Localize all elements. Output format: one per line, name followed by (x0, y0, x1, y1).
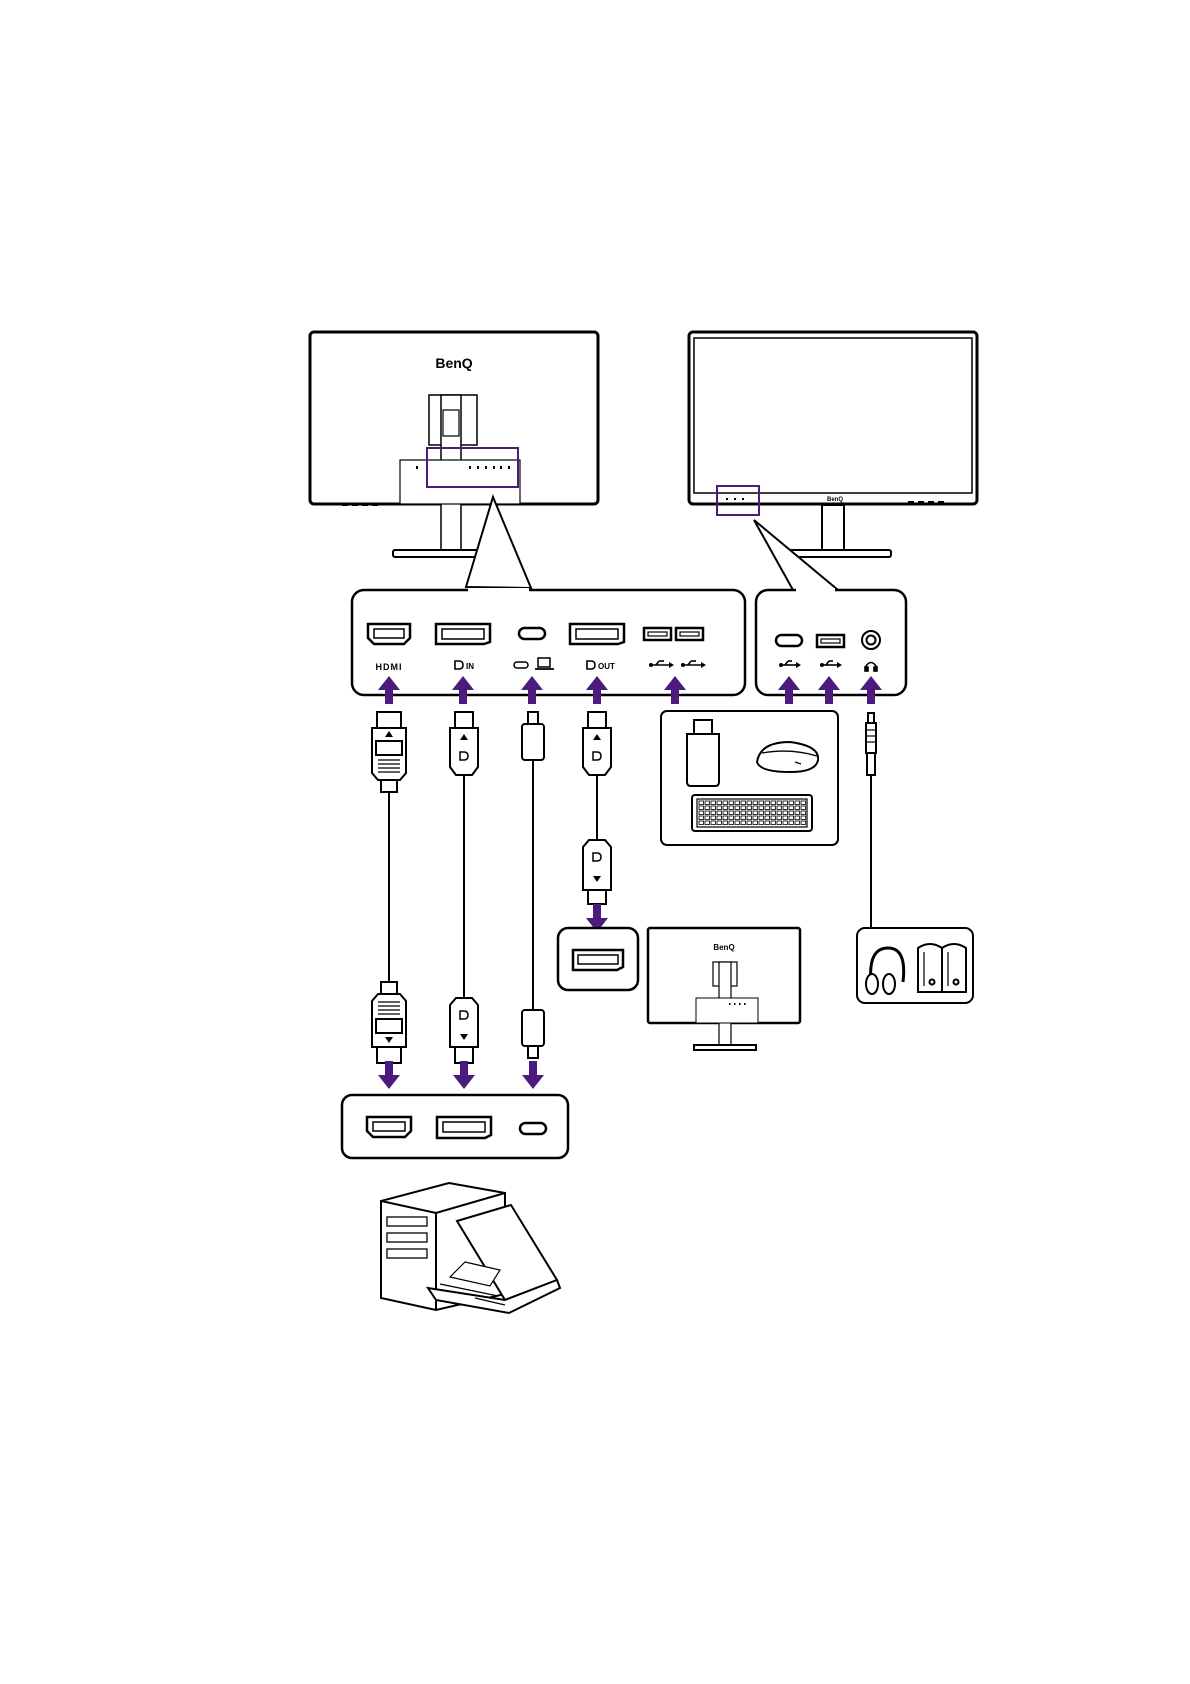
hdmi-cable (372, 712, 406, 1063)
hdmi-port-label: HDMI (376, 662, 403, 672)
displayport-out-label: OUT (598, 662, 615, 671)
benq-logo-secondary: BenQ (713, 943, 734, 952)
computer-devices (381, 1183, 560, 1313)
hdmi-port[interactable] (368, 624, 410, 644)
headphone-jack[interactable] (862, 631, 880, 649)
usb-c-port[interactable] (519, 628, 545, 639)
front-usb-c-port[interactable] (776, 635, 802, 646)
pc-hdmi-port[interactable] (367, 1117, 411, 1137)
speakers (918, 944, 966, 992)
benq-logo-front: BenQ (827, 497, 843, 503)
displayport-in-port[interactable] (436, 624, 490, 644)
secondary-displayport-port[interactable] (573, 950, 623, 970)
usb-a-port-1[interactable] (644, 628, 671, 640)
monitor-front-view: BenQ (689, 332, 977, 590)
front-usb-a-port[interactable] (817, 635, 844, 647)
displayport-in-label: IN (466, 662, 474, 671)
audio-cable (866, 713, 876, 928)
displayport-out-port[interactable] (570, 624, 624, 644)
rear-callout-pointer (466, 497, 531, 588)
benq-logo-rear: BenQ (435, 355, 472, 371)
displayport-cable (450, 712, 478, 1063)
secondary-monitor: BenQ (648, 928, 800, 1050)
secondary-monitor-port-panel (558, 928, 638, 990)
rear-port-panel: HDMI IN OUT (352, 590, 745, 695)
audio-devices (857, 928, 973, 1003)
pc-usb-c-port[interactable] (520, 1123, 546, 1134)
displayport-out-cable (583, 712, 611, 904)
usb-peripherals (661, 711, 838, 845)
keyboard (692, 795, 812, 831)
usb-a-port-2[interactable] (676, 628, 703, 640)
mouse (757, 742, 818, 772)
usb-c-cable (522, 712, 544, 1058)
pc-port-panel (342, 1095, 568, 1158)
monitor-rear-view: BenQ (310, 332, 598, 588)
pc-displayport-port[interactable] (437, 1117, 491, 1138)
